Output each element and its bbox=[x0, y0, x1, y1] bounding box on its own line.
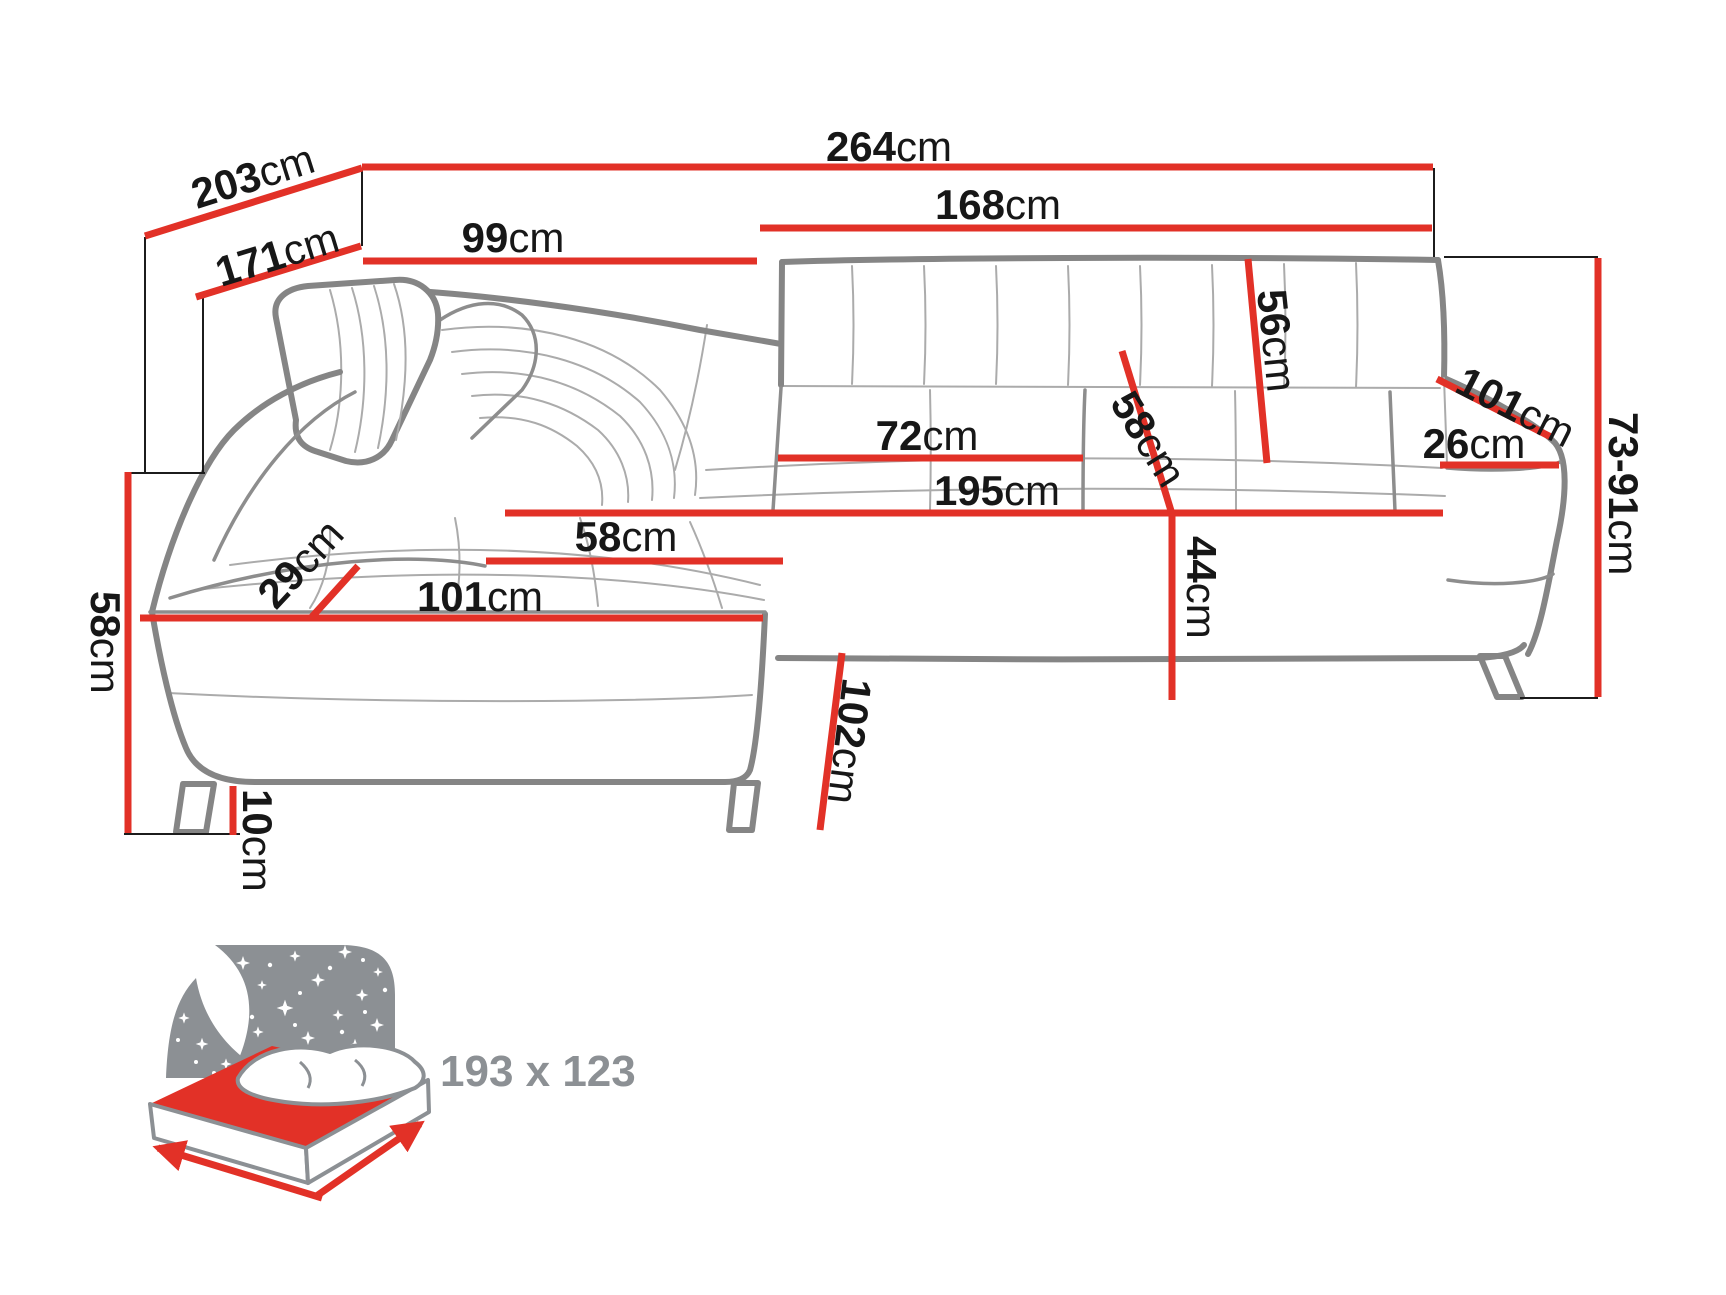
chaise-backrest-quilting bbox=[441, 324, 708, 506]
seat-cushions bbox=[699, 386, 1446, 513]
sleeping-area-size: 193 x 123 bbox=[440, 1047, 636, 1096]
sofa-bed-function-icon: 193 x 123 bbox=[148, 945, 636, 1202]
chaise-cushion-edge bbox=[168, 557, 487, 600]
bedding bbox=[235, 1043, 426, 1107]
sofa-illustration bbox=[148, 254, 1568, 835]
dim-armrest-length-line bbox=[1435, 375, 1553, 441]
dim-seat-depth-back-line bbox=[1118, 349, 1176, 516]
dim-right-back-width-label: 168cm bbox=[935, 181, 1061, 228]
dim-total-height-label: 73-91cm bbox=[1600, 412, 1647, 575]
chaise-outline bbox=[149, 369, 768, 785]
dim-seat-section-width-label: 72cm bbox=[876, 412, 979, 459]
dim-total-width-label: 264cm bbox=[826, 123, 952, 170]
dim-armrest-width-label: 26cm bbox=[1423, 420, 1526, 467]
chaise-back-top-edge bbox=[397, 287, 784, 347]
dim-seat-length-label: 195cm bbox=[934, 467, 1060, 514]
dim-backrest-height-label: 56cm bbox=[1248, 287, 1305, 394]
night-sky-wedge bbox=[166, 978, 278, 1078]
dim-chaise-depth-label: 102cm bbox=[819, 676, 881, 807]
main-backrest bbox=[778, 254, 1448, 389]
dim-leg-height-label: 10cm bbox=[234, 789, 281, 892]
chaise-arm-inner-edge bbox=[212, 390, 357, 562]
dim-left-back-width-label: 99cm bbox=[462, 214, 565, 261]
dim-total-depth-line bbox=[143, 164, 364, 240]
dim-chaise-length-label: 101cm bbox=[417, 573, 543, 620]
chaise-seat-tufting bbox=[167, 517, 765, 703]
dim-chaise-arm-width-line bbox=[307, 563, 361, 622]
dim-base-height-label: 58cm bbox=[82, 591, 129, 694]
dim-seat-height-label: 44cm bbox=[1178, 536, 1225, 639]
dim-inner-depth-line bbox=[194, 242, 363, 301]
dim-backrest-height-line bbox=[1244, 258, 1271, 464]
dimension-lines bbox=[124, 163, 1602, 835]
dim-chaise-seat-width-label: 58cm bbox=[575, 513, 678, 560]
size-arrows bbox=[152, 1120, 425, 1202]
extension-lines bbox=[124, 168, 1598, 835]
headrest-pillow-back bbox=[438, 301, 538, 440]
dim-chaise-depth-line bbox=[816, 652, 846, 831]
